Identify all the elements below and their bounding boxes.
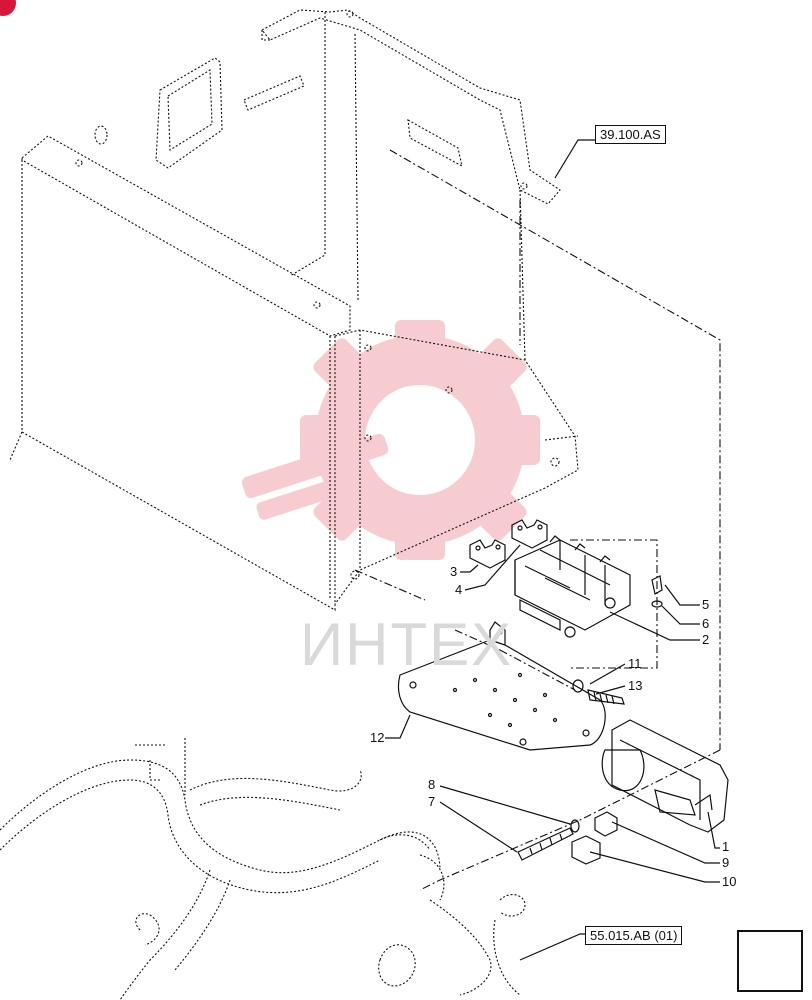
wiring-harness xyxy=(0,759,441,874)
reference-bottom[interactable]: 55.015.AB (01) xyxy=(585,926,683,945)
bolt-7 xyxy=(517,827,574,861)
mounting-plate xyxy=(397,621,606,751)
upper-frame-bracket xyxy=(261,9,561,205)
reference-top[interactable]: 39.100.AS xyxy=(595,125,666,144)
terminal-10 xyxy=(571,835,601,865)
callout-7: 7 xyxy=(428,794,436,809)
callout-6: 6 xyxy=(702,616,710,631)
callout-12: 12 xyxy=(370,730,385,745)
next-page-button[interactable] xyxy=(737,930,803,992)
bolt-5 xyxy=(651,575,663,595)
callout-11: 11 xyxy=(628,656,642,671)
terminal-9 xyxy=(594,811,618,837)
corner-badge xyxy=(0,0,16,16)
callout-4: 4 xyxy=(455,582,463,597)
washer-6 xyxy=(651,600,663,608)
battery-switch xyxy=(611,719,729,833)
gear-wrench-logo-icon xyxy=(241,320,540,560)
callout-9: 9 xyxy=(722,855,730,870)
callout-3: 3 xyxy=(450,564,458,579)
callout-8: 8 xyxy=(428,777,436,792)
battery-box xyxy=(21,135,351,337)
clip-3 xyxy=(469,539,506,569)
callout-13: 13 xyxy=(628,678,643,693)
washer-11 xyxy=(572,679,584,693)
clip-4 xyxy=(511,519,548,549)
callout-5: 5 xyxy=(702,597,710,612)
watermark-text: ИНТЕХ xyxy=(300,611,514,678)
bolt-13 xyxy=(587,689,625,705)
callout-10: 10 xyxy=(722,874,737,889)
callout-2: 2 xyxy=(702,632,710,647)
callout-1: 1 xyxy=(722,839,730,854)
washer-8 xyxy=(570,819,580,833)
